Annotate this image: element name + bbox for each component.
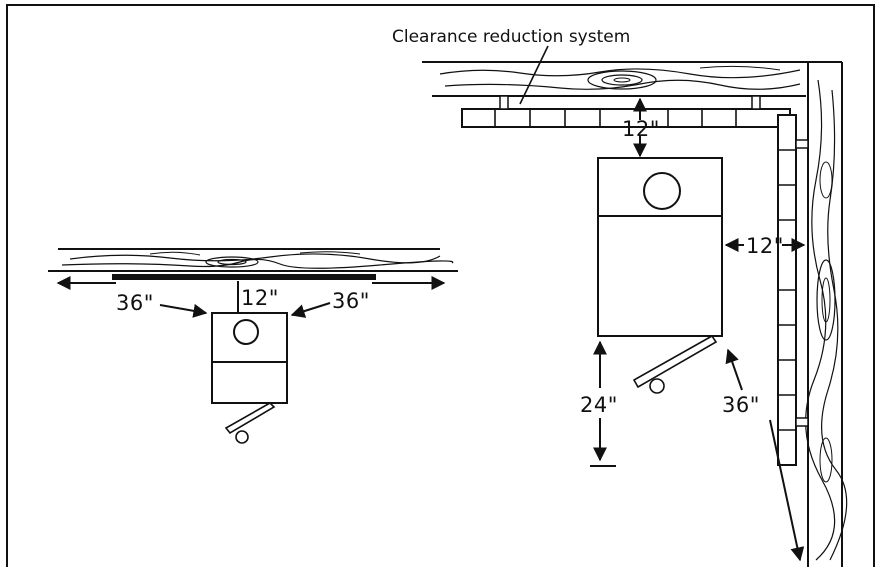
side-wood-wall [805, 61, 848, 567]
front-24-label: 24" [580, 393, 618, 417]
top-wood-wall [422, 61, 812, 97]
side-brick-shield [777, 114, 809, 466]
left-36-label-a: 36" [116, 291, 154, 315]
top-12-label: 12" [622, 117, 660, 141]
left-shield [112, 274, 376, 280]
side-12-label: 12" [746, 234, 784, 258]
diagram-frame [6, 4, 875, 567]
clearance-leader [519, 45, 549, 105]
left-stove [211, 312, 288, 444]
left-12-label: 12" [241, 286, 279, 310]
left-wall-installation [48, 248, 458, 444]
left-36-label-b: 36" [332, 289, 370, 313]
left-wood-wall [48, 248, 458, 272]
corner-stove [597, 157, 723, 394]
clearance-system-label: Clearance reduction system [392, 27, 630, 47]
corner-installation [422, 45, 848, 567]
corner-36-label: 36" [722, 393, 760, 417]
